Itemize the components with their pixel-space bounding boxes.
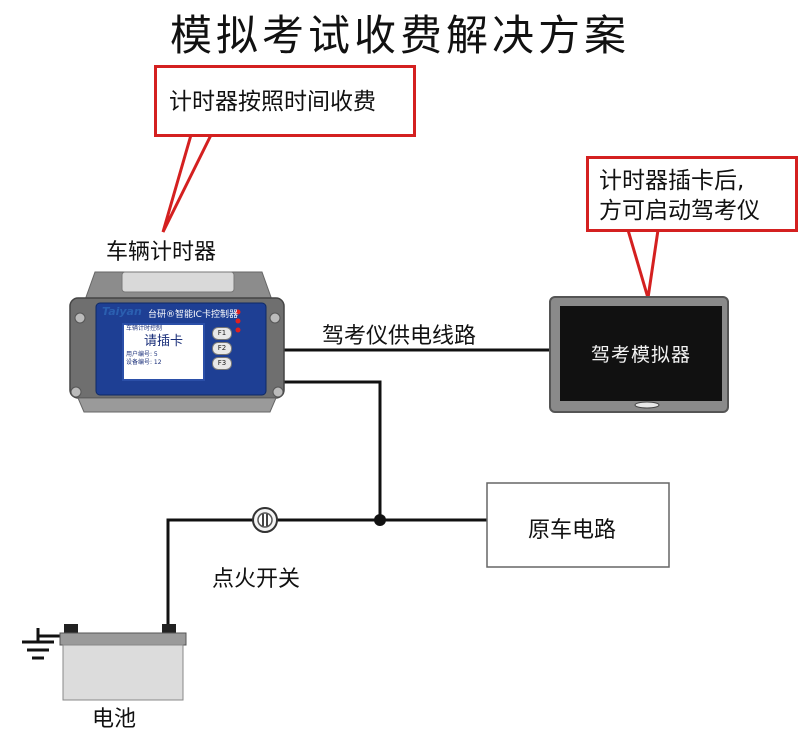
f1-key: F1: [212, 327, 232, 340]
callout-insert-card-line2: 方可启动驾考仪: [599, 198, 760, 224]
mount-screw-icon: [272, 386, 284, 398]
mount-screw-icon: [70, 386, 82, 398]
f2-key: F2: [212, 342, 232, 355]
device-product-label: 台研®智能IC卡控制器: [148, 310, 238, 320]
mount-screw-icon: [74, 312, 86, 324]
device-brand: Taiyan: [102, 305, 142, 318]
lcd-line: 用户编号: 5: [126, 351, 158, 358]
status-led-icon: [235, 327, 241, 333]
card-slot: [121, 271, 235, 293]
wiring: [38, 348, 552, 638]
callout-timer-billing: 计时器按照时间收费: [154, 65, 416, 137]
timer-to-junction-wire: [283, 380, 382, 520]
device-lcd-screen: 车辆计时控制 请插卡 用户编号: 5 设备编号: 12: [122, 323, 205, 381]
callout-timer-billing-text: 计时器按照时间收费: [169, 89, 376, 115]
lcd-main-text: 请插卡: [143, 334, 183, 349]
simulator-label: 驾考模拟器: [590, 344, 691, 366]
power-button-icon: [634, 401, 660, 409]
original-circuit-box: [486, 482, 670, 568]
lcd-line: 车辆计时控制: [126, 325, 163, 332]
status-led-icon: [235, 309, 241, 315]
ignition-switch-symbol: [252, 507, 278, 533]
simulator-monitor: [549, 296, 729, 413]
switch-to-battery-wire: [166, 518, 253, 628]
callout-insert-card-line1: 计时器插卡后,: [599, 168, 745, 194]
ground-icon: [22, 628, 54, 660]
status-led-icon: [235, 318, 241, 324]
lcd-line: 设备编号: 12: [126, 359, 162, 366]
battery-label: 电池: [92, 707, 137, 732]
battery-icon: [59, 624, 187, 701]
vehicle-timer-label: 车辆计时器: [106, 240, 217, 265]
callout-pointer-timer: [161, 133, 214, 233]
ignition-switch-label: 点火开关: [212, 567, 301, 592]
page-title: 模拟考试收费解决方案: [169, 11, 630, 60]
f3-key: F3: [212, 357, 232, 370]
power-line-label: 驾考仪供电线路: [322, 324, 477, 349]
mount-screw-icon: [269, 312, 281, 324]
junction-dot: [374, 514, 386, 526]
callout-insert-card: 计时器插卡后, 方可启动驾考仪: [586, 156, 798, 232]
callout-pointer-insert: [625, 228, 660, 299]
original-circuit-label: 原车电路: [528, 518, 617, 543]
